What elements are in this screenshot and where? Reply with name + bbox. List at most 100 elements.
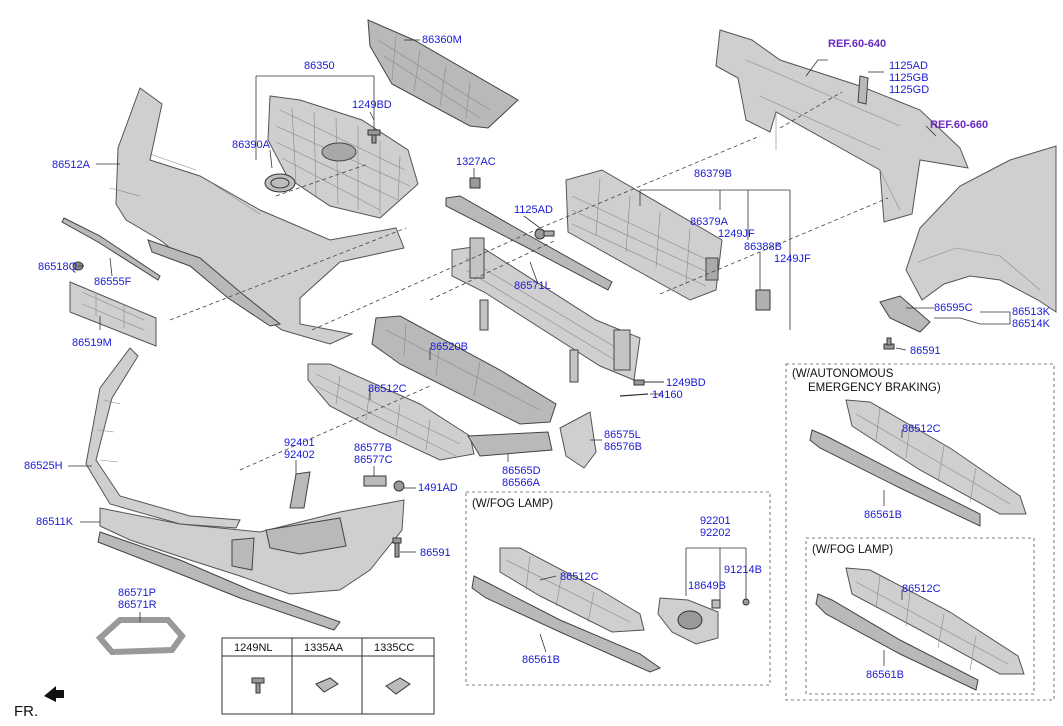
part-86512C-lower-drawing [307,363,475,461]
label-86577C[interactable]: 86577C [354,454,393,466]
label-1249BD-top[interactable]: 1249BD [352,99,392,111]
part-1249BD-bolt-drawing [633,379,664,386]
part-fender-drawing [905,145,1057,313]
part-86591-screw-right-drawing [883,337,895,350]
label-1249JF-b[interactable]: 1249JF [774,253,811,265]
label-1125GB[interactable]: 1125GB [889,72,929,84]
fog-box-86512C-drawing [499,547,645,633]
label-fog-91214B[interactable]: 91214B [724,564,762,576]
part-86360M-drawing [367,19,519,129]
part-radiator-support-drawing [715,29,969,223]
label-1249JF-a[interactable]: 1249JF [718,228,755,240]
fog-lamp-box [465,491,771,686]
aeb-box [785,363,1055,701]
aeb-note-line1: (W/AUTONOMOUS [792,368,894,380]
front-label: FR. [14,703,38,720]
label-aeb-86512C[interactable]: 86512C [902,423,941,435]
label-92401[interactable]: 92401 [284,437,315,449]
label-86576B[interactable]: 86576B [604,441,642,453]
part-1125AD-screw-drawing [534,228,555,240]
aeb-box-86512C-drawing [845,399,1027,515]
label-aeb-fog-86561B[interactable]: 86561B [866,669,904,681]
label-86512A[interactable]: 86512A [52,159,91,171]
leader-lines [68,39,1011,666]
ref-60-660[interactable]: REF.60-660 [930,119,988,131]
label-1125AD-mid[interactable]: 1125AD [514,204,553,216]
label-aeb-fog-86512C[interactable]: 86512C [902,583,941,595]
clip-icon [315,677,339,693]
part-86520B-absorber-drawing [371,315,557,425]
label-fog-92201[interactable]: 92201 [700,515,731,527]
label-86520B[interactable]: 86520B [430,341,468,353]
label-fog-86561B[interactable]: 86561B [522,654,560,666]
label-86350[interactable]: 86350 [304,60,335,72]
part-86571P-bezel-drawing [95,617,186,656]
label-fog-92202[interactable]: 92202 [700,527,731,539]
fog-box-86561B-drawing [471,575,662,673]
part-86595C-bracket-drawing [879,295,931,333]
label-86591-right[interactable]: 86591 [910,345,941,357]
label-86575L[interactable]: 86575L [604,429,641,441]
table-header-1249NL: 1249NL [234,642,273,654]
label-86518Q[interactable]: 86518Q [38,261,78,273]
label-86388B[interactable]: 86388B [744,241,782,253]
part-1491AD-drawing [393,480,405,492]
label-86519M[interactable]: 86519M [72,337,112,349]
label-86571L[interactable]: 86571L [514,280,551,292]
label-86565D[interactable]: 86565D [502,465,541,477]
front-arrow-icon [44,686,64,702]
label-86525H[interactable]: 86525H [24,460,63,472]
bolt-icon [251,677,265,694]
label-86591-left[interactable]: 86591 [420,547,451,559]
label-92402[interactable]: 92402 [284,449,315,461]
aeb-fog-lamp-box [805,537,1035,695]
aeb-fog-lamp-note: (W/FOG LAMP) [812,544,893,556]
ref-60-640[interactable]: REF.60-640 [828,38,886,50]
part-86577B-clip-drawing [363,475,387,487]
part-1327AC-nut-drawing [469,177,481,189]
label-86571R[interactable]: 86571R [118,599,157,611]
part-86379B-airflap-drawing [565,169,723,301]
label-86512C-main[interactable]: 86512C [368,383,407,395]
label-86595C[interactable]: 86595C [934,302,973,314]
label-86555F[interactable]: 86555F [94,276,132,288]
label-86577B[interactable]: 86577B [354,442,392,454]
label-86379A[interactable]: 86379A [690,216,729,228]
label-fog-18649B[interactable]: 18649B [688,580,726,592]
label-86360M[interactable]: 86360M [422,34,462,46]
part-86390A-emblem-drawing [264,173,296,193]
part-bumper-beam-drawing [451,237,641,383]
label-1125AD-top[interactable]: 1125AD [889,60,928,72]
label-fog-86512C[interactable]: 86512C [560,571,599,583]
label-86571P[interactable]: 86571P [118,587,156,599]
label-14160[interactable]: 14160 [652,389,683,401]
fog-lamp-note: (W/FOG LAMP) [472,498,553,510]
label-1491AD[interactable]: 1491AD [418,482,458,494]
part-14160-bolt-drawing [619,393,649,397]
label-86513K[interactable]: 86513K [1012,306,1051,318]
label-1249BD-mid[interactable]: 1249BD [666,377,706,389]
part-92401-reflector-drawing [289,471,311,509]
label-aeb-86561B[interactable]: 86561B [864,509,902,521]
part-86591-bolt-left-drawing [392,537,402,558]
aeb-fog-box-86512C-drawing [845,567,1025,675]
label-86390A[interactable]: 86390A [232,139,271,151]
part-labels: 86360M 86350 1249BD 86390A 86512A 86518Q… [14,34,1051,720]
part-86571L-strip-drawing [445,195,613,291]
part-86350-grille-drawing [267,95,419,219]
aeb-note-line2: EMERGENCY BRAKING) [808,382,941,394]
label-86379B[interactable]: 86379B [694,168,732,180]
fog-lamp-drawing [657,597,750,645]
label-86514K[interactable]: 86514K [1012,318,1051,330]
part-86519M-bracket-drawing [69,281,157,347]
part-86388B-drawing [755,289,771,311]
label-86511K[interactable]: 86511K [36,516,74,528]
part-86575L-bracket-drawing [559,411,597,469]
part-86525H-reinforcement-drawing [85,347,241,529]
label-1327AC[interactable]: 1327AC [456,156,496,168]
aeb-fog-box-86561B-drawing [815,593,979,691]
label-1125GD[interactable]: 1125GD [889,84,929,96]
label-86566A[interactable]: 86566A [502,477,541,489]
table-header-1335CC: 1335CC [374,642,414,654]
part-86511K-lower-cover-drawing [97,499,405,631]
